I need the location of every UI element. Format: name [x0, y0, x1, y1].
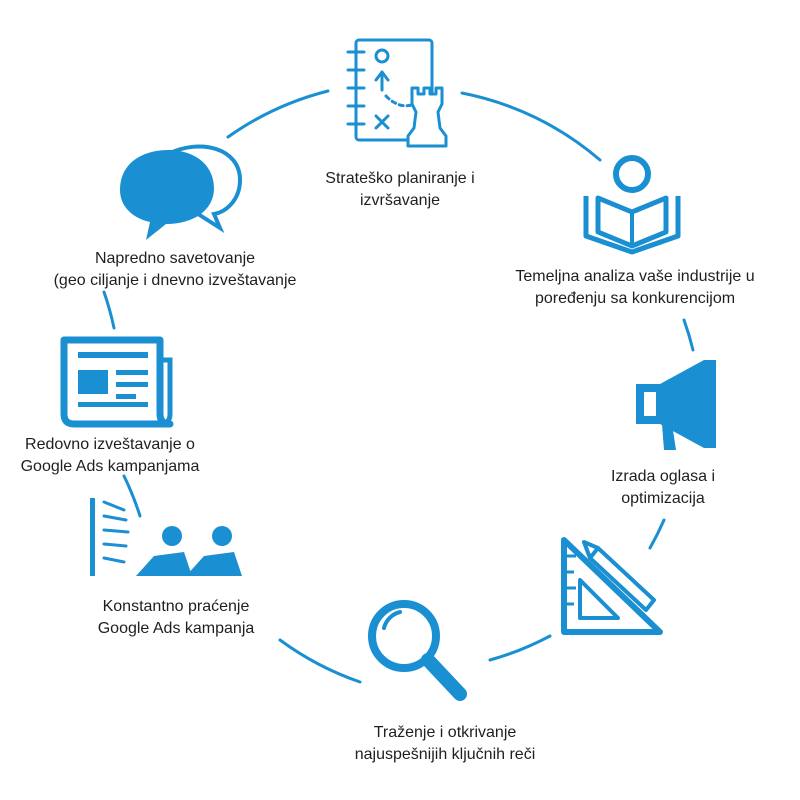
step-label-consulting: Napredno savetovanje(geo ciljanje i dnev…: [53, 250, 297, 289]
megaphone-icon: [636, 360, 716, 450]
reading-book-icon: [583, 155, 681, 255]
ring-arc-3: [648, 518, 666, 550]
ruler-pencil-icon: [561, 537, 663, 635]
newspaper-report-icon: [60, 336, 174, 428]
ring-arc-8: [226, 89, 330, 139]
ring-arc-6: [122, 474, 142, 518]
chat-bubbles-icon: [120, 144, 243, 240]
strategy-chess-icon: [346, 38, 448, 148]
magnifier-icon: [368, 600, 467, 701]
audience-monitoring-icon: [90, 498, 242, 576]
ring-arc-7: [102, 290, 116, 330]
ring-arc-5: [278, 638, 362, 684]
ring-arc-2: [682, 318, 695, 352]
ring-arc-1: [460, 91, 602, 162]
cycle-ring: [102, 89, 695, 684]
ring-arc-4: [488, 634, 552, 662]
